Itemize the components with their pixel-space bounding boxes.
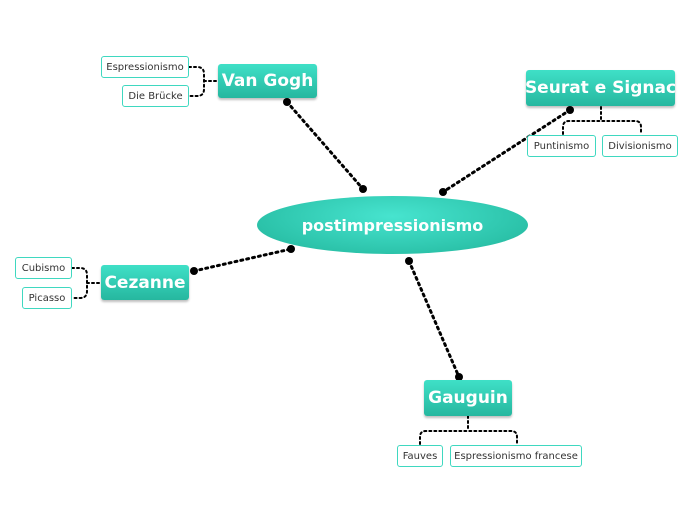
topic-seurat-label: Seurat e Signac	[524, 78, 677, 98]
topic-cezanne-label: Cezanne	[104, 272, 186, 293]
connector-dot	[359, 185, 367, 193]
central-topic-label: postimpressionismo	[301, 215, 484, 235]
connector-seurat	[441, 108, 572, 194]
topic-cezanne[interactable]: Cezanne	[101, 265, 189, 300]
connector-dot	[287, 245, 295, 253]
bracket-cezanne	[71, 267, 102, 299]
subtopic-espressionismo[interactable]: Espressionismo	[101, 56, 189, 78]
connector-dot	[405, 257, 413, 265]
topic-van-gogh-label: Van Gogh	[221, 71, 314, 91]
bracket-van-gogh	[188, 66, 219, 97]
subtopic-divisionismo[interactable]: Divisionismo	[602, 135, 678, 157]
topic-gauguin-label: Gauguin	[428, 388, 508, 408]
subtopic-espressionismo-francese[interactable]: Espressionismo francese	[450, 445, 582, 467]
central-topic[interactable]: postimpressionismo	[257, 196, 528, 254]
bracket-gauguin	[419, 415, 518, 445]
subtopic-label: Die Brücke	[128, 90, 183, 102]
subtopic-die-brucke[interactable]: Die Brücke	[122, 85, 189, 107]
connector-dot	[439, 188, 447, 196]
subtopic-label: Cubismo	[21, 262, 66, 274]
subtopic-label: Divisionismo	[608, 140, 672, 152]
connector-dot	[566, 106, 574, 114]
subtopic-label: Picasso	[28, 292, 66, 304]
subtopic-label: Espressionismo francese	[454, 450, 578, 462]
connector-cezanne	[192, 247, 293, 273]
subtopic-label: Fauves	[402, 450, 438, 462]
subtopic-picasso[interactable]: Picasso	[22, 287, 72, 309]
connector-dot	[283, 98, 291, 106]
topic-gauguin[interactable]: Gauguin	[424, 380, 512, 416]
bracket-seurat	[562, 106, 642, 135]
topic-seurat-signac[interactable]: Seurat e Signac	[524, 70, 677, 106]
subtopic-label: Puntinismo	[533, 140, 590, 152]
topic-van-gogh[interactable]: Van Gogh	[218, 64, 317, 98]
subtopic-fauves[interactable]: Fauves	[397, 445, 443, 467]
subtopic-puntinismo[interactable]: Puntinismo	[527, 135, 596, 157]
connector-dot	[455, 373, 463, 381]
connector-gauguin	[407, 259, 461, 379]
subtopic-label: Espressionismo	[106, 61, 184, 73]
connector-van-gogh	[285, 100, 365, 191]
connector-dot	[190, 267, 198, 275]
subtopic-cubismo[interactable]: Cubismo	[15, 257, 72, 279]
